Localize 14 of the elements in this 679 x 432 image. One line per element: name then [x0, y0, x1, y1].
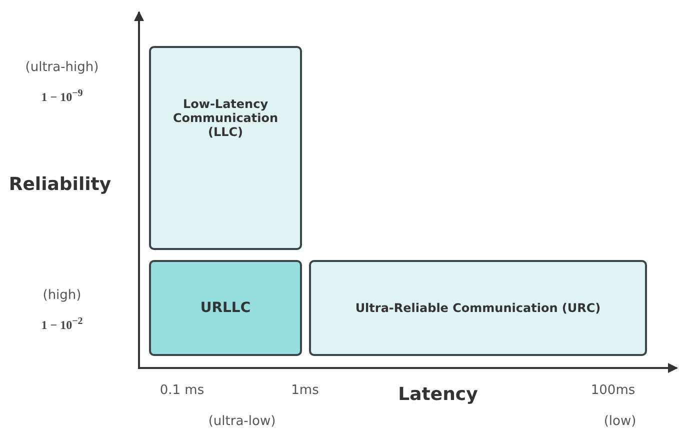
axis-title: Reliability [8, 174, 112, 195]
reliability-value: 1 − 10$^{−2}$ [41, 316, 83, 333]
tick-label: 1ms [291, 383, 319, 398]
urllc-box: URLLC [149, 260, 302, 356]
level-label: (ultra-high) [25, 60, 99, 75]
llc-box: Low-Latency Communication (LLC) [149, 46, 302, 250]
axis-title: Latency [398, 384, 478, 405]
reliability-value: 1 − 10$^{−9}$ [41, 88, 83, 105]
level-label: (ultra-low) [208, 414, 276, 429]
tick-label: 0.1 ms [160, 383, 204, 398]
tick-label: 100ms [590, 383, 636, 398]
level-label: (low) [604, 414, 636, 429]
urc-box: Ultra-Reliable Communication (URC) [309, 260, 647, 356]
level-label: (high) [42, 288, 82, 303]
